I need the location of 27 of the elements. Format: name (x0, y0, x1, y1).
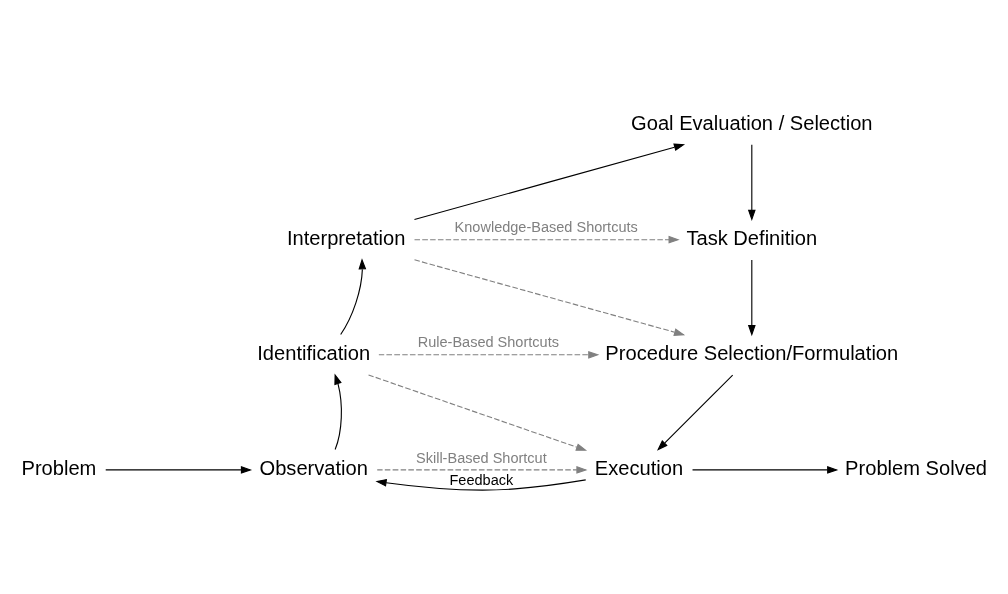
arrow (413, 235, 680, 244)
arrow (747, 258, 756, 336)
arrow (334, 372, 342, 450)
node-text: Task Definition (686, 226, 818, 249)
node-text: Identification (257, 341, 371, 364)
edge-label: Knowledge-Based Shortcuts (454, 218, 638, 235)
arrow (413, 143, 686, 220)
arrow (657, 374, 734, 451)
edge-label: Skill-Based Shortcut (416, 449, 547, 466)
arrow (105, 465, 253, 474)
arrow (376, 465, 588, 474)
node-text: Interpretation (286, 226, 406, 249)
node-text: Execution (594, 456, 684, 479)
arrow (378, 350, 600, 359)
arrow (340, 257, 367, 335)
node-text: Problem (21, 456, 97, 479)
node-text: Goal Evaluation / Selection (631, 111, 873, 133)
node-text: Procedure Selection/Formulation (605, 341, 899, 364)
node-text: Observation (259, 456, 368, 479)
node-text: Problem Solved (845, 456, 988, 479)
arrow (413, 258, 686, 336)
arrow (691, 465, 839, 474)
arrow (747, 143, 756, 221)
arrow (368, 373, 588, 451)
edge-label: Rule-Based Shortcuts (417, 333, 559, 350)
edge-label: Feedback (449, 471, 514, 488)
arrow (375, 478, 587, 491)
